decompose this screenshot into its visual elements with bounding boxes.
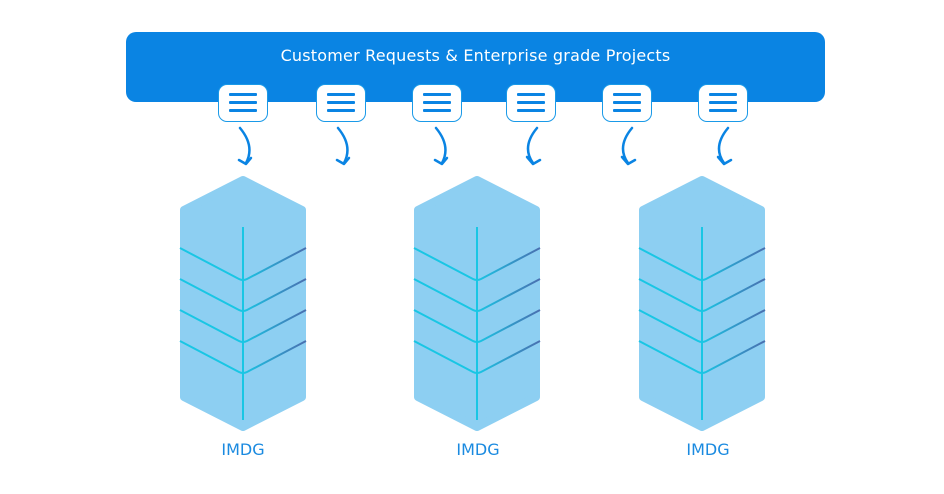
flow-arrow-icon	[238, 126, 251, 165]
request-document-icon	[412, 84, 462, 122]
flow-arrow-icon	[336, 126, 349, 165]
arrow-head-icon	[335, 156, 351, 166]
server-stack-icon	[638, 176, 766, 431]
arrow-head-icon	[525, 155, 542, 166]
arrow-head-icon	[716, 155, 733, 166]
imdg-label: IMDG	[686, 440, 730, 459]
banner-title: Customer Requests & Enterprise grade Pro…	[280, 46, 671, 65]
imdg-label: IMDG	[456, 440, 500, 459]
request-document-icon	[316, 84, 366, 122]
request-document-icon	[602, 84, 652, 122]
server-stack-icon	[179, 176, 307, 431]
arrow-head-icon	[620, 155, 637, 166]
server-stack-icon	[413, 176, 541, 431]
request-document-icon	[218, 84, 268, 122]
request-document-icon	[506, 84, 556, 122]
request-document-icon	[698, 84, 748, 122]
flow-arrow-icon	[526, 126, 539, 165]
flow-arrow-icon	[434, 126, 447, 165]
flow-arrow-icon	[621, 126, 634, 165]
flow-arrow-icon	[717, 126, 730, 165]
arrow-head-icon	[433, 156, 449, 166]
imdg-label: IMDG	[221, 440, 265, 459]
arrow-head-icon	[237, 156, 253, 166]
